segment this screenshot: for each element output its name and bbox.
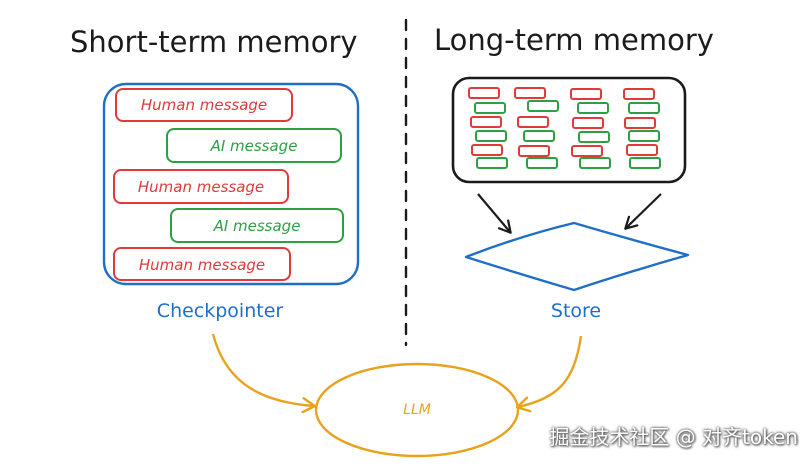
message-label: Human message xyxy=(139,256,265,274)
arrow-to-store-right xyxy=(626,193,662,228)
memory-cell-ai xyxy=(577,102,609,114)
memory-cell-grid xyxy=(468,87,661,169)
message-label: Human message xyxy=(138,178,264,196)
memory-cell-ai xyxy=(578,131,610,143)
checkpointer-label: Checkpointer xyxy=(157,300,284,322)
message-box-ai xyxy=(170,208,344,243)
memory-cell-human xyxy=(570,88,602,100)
memory-cell-human xyxy=(624,117,656,129)
memory-cell-human xyxy=(514,87,546,99)
store-label: Store xyxy=(551,300,601,322)
store-diamond xyxy=(464,221,690,292)
message-label: AI message xyxy=(210,137,298,155)
memory-cell-human xyxy=(623,88,655,100)
memory-cell-ai xyxy=(523,130,555,142)
memory-cell-ai xyxy=(476,157,508,169)
memory-cell-human xyxy=(571,145,603,157)
memory-cell-human xyxy=(471,144,503,156)
message-label: Human message xyxy=(141,96,267,114)
memory-cell-ai xyxy=(629,157,661,169)
short-term-title: Short-term memory xyxy=(70,25,358,59)
memory-cell-human xyxy=(470,116,502,128)
checkpointer-container xyxy=(102,82,360,286)
memory-cell-ai xyxy=(628,130,660,142)
message-label: AI message xyxy=(213,217,301,235)
message-list: Human message AI message Human message A… xyxy=(113,88,344,281)
llm-label: LLM xyxy=(403,402,431,418)
llm-node xyxy=(314,362,520,458)
message-box-ai xyxy=(166,128,342,163)
arrow-to-store-left xyxy=(477,193,510,232)
memory-cell-ai xyxy=(579,157,611,169)
arrow-checkpointer-to-llm xyxy=(211,333,314,406)
memory-cell-human xyxy=(572,117,604,129)
memory-cell-ai xyxy=(628,102,660,114)
memory-cell-human xyxy=(517,116,549,128)
arrow-store-to-llm xyxy=(518,335,583,407)
memory-cell-ai xyxy=(475,130,507,142)
memory-cell-ai xyxy=(527,100,559,112)
message-box-human xyxy=(113,247,291,281)
watermark: 掘金技术社区 @ 对齐token xyxy=(549,425,798,449)
memory-cell-human xyxy=(518,145,550,157)
long-term-memory-block xyxy=(451,76,687,184)
message-box-human xyxy=(113,169,289,204)
memory-cell-ai xyxy=(474,102,506,114)
memory-cell-human xyxy=(626,144,658,156)
long-term-title: Long-term memory xyxy=(434,23,714,57)
message-box-human xyxy=(115,88,293,122)
memory-cell-human xyxy=(468,87,500,99)
memory-cell-ai xyxy=(526,157,558,169)
